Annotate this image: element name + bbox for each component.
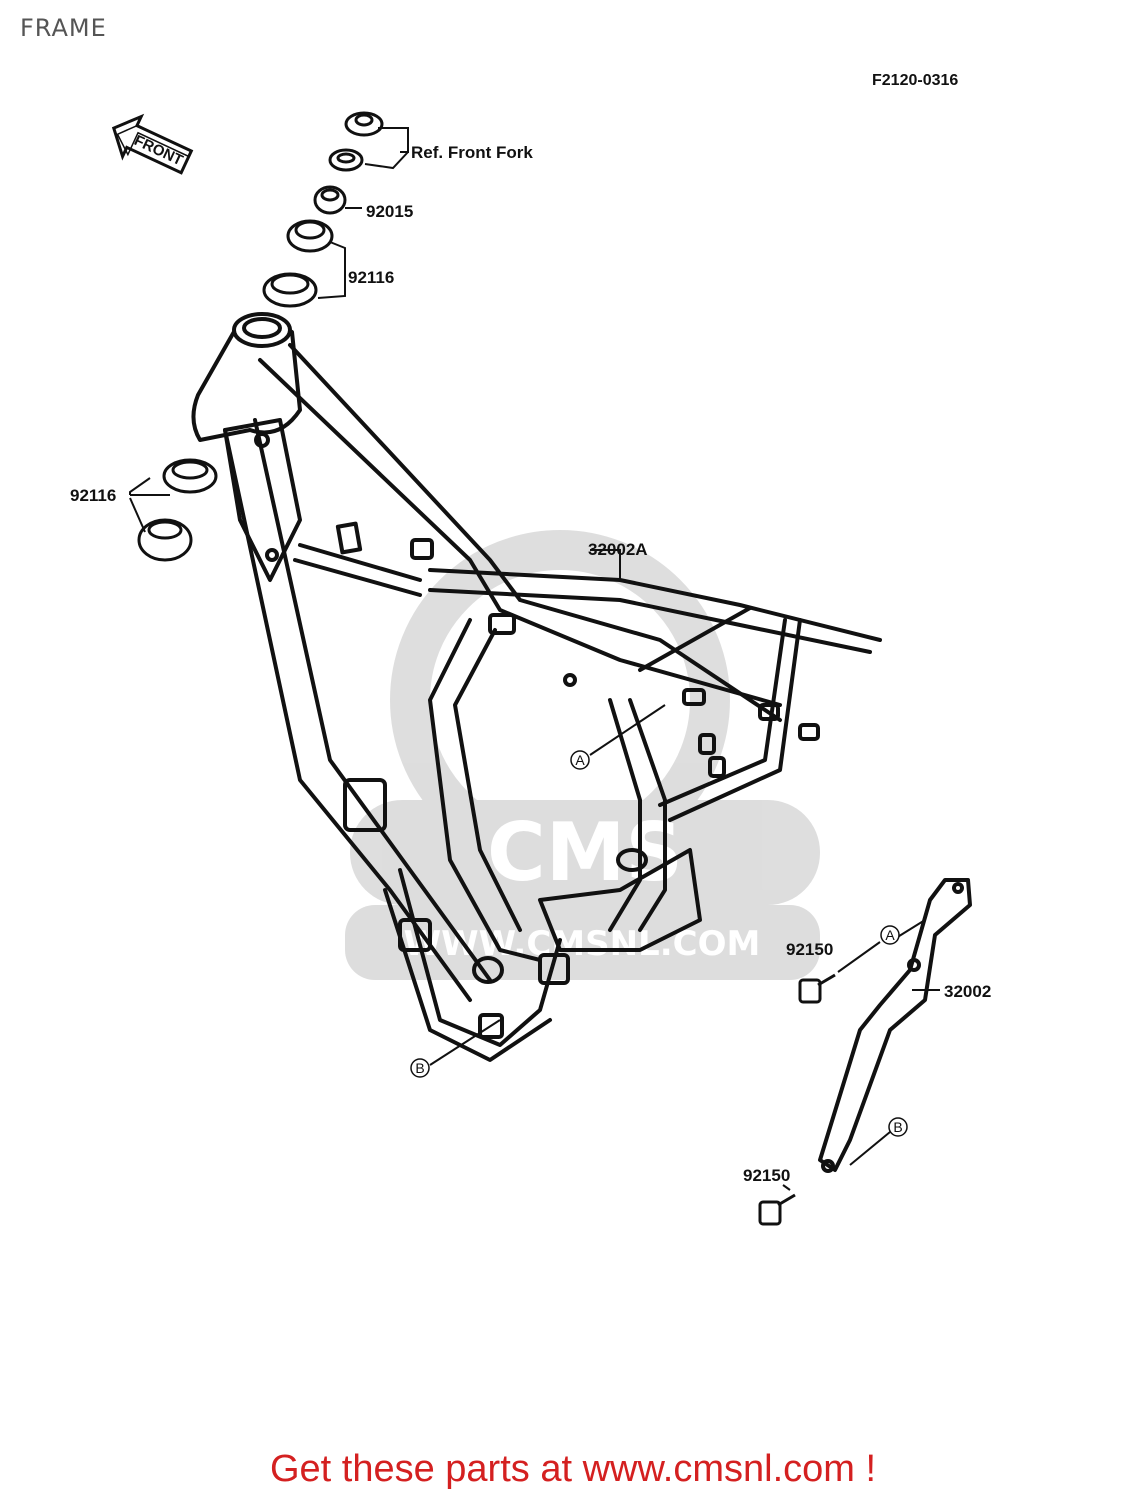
diagram-code: F2120-0316	[872, 72, 959, 89]
marker-b-frame-label: B	[415, 1060, 424, 1076]
callout-ref-front-fork: Ref. Front Fork	[411, 143, 533, 162]
footer-cms-link[interactable]: Get these parts at www.cmsnl.com !	[269, 1448, 877, 1490]
steering-head-parts	[137, 111, 384, 562]
cms-watermark-logo: CMS WWW.CMSNL.COM	[345, 530, 820, 980]
frame-exploded-diagram: CMS WWW.CMSNL.COM FRONT	[70, 111, 991, 1226]
marker-a-rail-label: A	[885, 927, 895, 943]
callout-92150-a: 92150	[786, 940, 833, 959]
callout-32002A: 32002A	[588, 540, 648, 559]
page-title: FRAME	[20, 14, 107, 42]
marker-a-frame: A	[570, 750, 590, 770]
callout-92150-b: 92150	[743, 1166, 790, 1185]
callout-92116-lower: 92116	[70, 486, 116, 505]
leader-lines	[129, 127, 940, 1191]
bolt-92150-b	[758, 1193, 796, 1226]
marker-b-rail-label: B	[893, 1119, 902, 1135]
callout-92015: 92015	[366, 202, 413, 221]
marker-a-frame-label: A	[575, 752, 585, 768]
front-direction-arrow: FRONT	[111, 113, 194, 175]
bolt-92150-a	[798, 973, 836, 1004]
marker-a-rail: A	[880, 925, 900, 945]
marker-b-frame: B	[410, 1058, 430, 1078]
watermark-url: WWW.CMSNL.COM	[404, 924, 761, 964]
main-frame-32002A	[191, 312, 882, 1062]
callout-92116-top: 92116	[348, 268, 394, 287]
watermark-logo-text: CMS	[487, 806, 683, 899]
frame-rail-32002	[818, 878, 972, 1173]
marker-b-rail: B	[888, 1117, 908, 1137]
callout-32002: 32002	[944, 982, 991, 1001]
